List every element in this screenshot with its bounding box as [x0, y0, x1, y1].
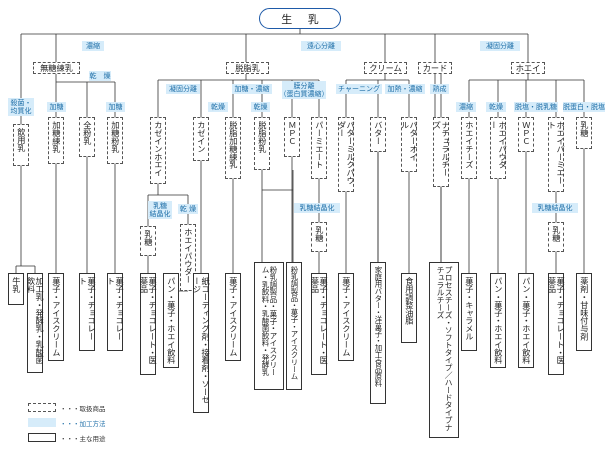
process-coagulate-separate: 凝固分離: [480, 41, 520, 51]
process-dry-3: 乾燥: [486, 102, 506, 112]
legend-label-process: ・・・加工方法: [60, 420, 106, 428]
process-membrane-separation: 膜分離（蛋白質濃縮）: [279, 81, 329, 99]
process-deprotein-desalt: 脱蛋白・脱塩: [563, 102, 605, 112]
use-process-cheese: プロセスチーズ・ソフトタイプ／ハードタイプナチュラルチーズ: [429, 262, 459, 438]
product-skim-milk: 脱脂乳: [226, 62, 269, 74]
process-heat-concentrate: 加熱・濃縮: [385, 84, 425, 94]
use-choco-pharma-3: 菓子・チョコレート・医薬品: [547, 273, 566, 375]
use-confection-chocolate-2: 菓子・チョコレート: [106, 273, 125, 351]
product-natural-cheese: ナチュラルチーズ: [432, 117, 451, 187]
use-milk: 牛乳: [8, 273, 24, 305]
legend-swatch-use: [28, 433, 56, 442]
product-butter-oil: バターオイル: [400, 117, 419, 172]
product-whey-powder-2: ホエイパウダー: [180, 224, 196, 291]
process-dry-4: 乾 燥: [178, 204, 198, 214]
use-bread-whey-drink-3: パン・菓子・ホエイ飲料: [518, 273, 534, 368]
use-processed-milk: 加工乳・発酵乳・乳酸菌飲料: [26, 273, 45, 373]
use-choco-pharma-2: 菓子・チョコレート・医薬品: [310, 273, 329, 375]
product-butter: バター: [370, 117, 386, 152]
process-sugar-concentrate: 加糖・濃縮: [232, 84, 272, 94]
use-confection-ice: 菓子・アイスクリーム: [48, 273, 64, 361]
use-pharma-sweetener: 薬剤・甘味付与剤: [576, 273, 592, 351]
product-buttermilk-powder: バターミルクパウダー: [337, 117, 356, 192]
process-lactose-crystallize-3: 乳糖結晶化: [532, 203, 578, 213]
use-bread-whey-drink-2: パン・菓子・ホエイ飲料: [490, 273, 506, 368]
process-dry: 乾 燥: [89, 71, 111, 81]
process-concentrate: 濃縮: [82, 41, 104, 51]
product-sweetened-milk-powder: 加糖粉乳: [107, 117, 123, 164]
product-whey-cheese: ホエイチーズ: [461, 117, 477, 179]
use-confection-chocolate-1: 菓子・チョコレート: [78, 273, 97, 351]
use-confection-ice-2: 菓子・アイスクリーム: [225, 273, 241, 361]
process-add-sugar-3: 乾燥: [208, 102, 228, 112]
product-unsweetened-condensed-milk: 無糖練乳: [33, 62, 80, 74]
product-drinking-milk: 飲用乳: [13, 124, 29, 166]
process-ripening: 熟成: [430, 84, 449, 94]
legend-swatch-process: [28, 418, 56, 427]
process-dry-2: 乾燥: [251, 102, 270, 112]
product-whey-permeate: ホエイパーミエート: [547, 117, 566, 192]
process-churning: チャーニング: [336, 84, 382, 94]
product-lactose-a: 乳糖: [140, 226, 156, 256]
process-lactose-crystallize-2: 乳糖結晶化: [294, 203, 340, 213]
use-caramel: 菓子・キャラメル: [461, 273, 477, 351]
legend-swatch-intermediate: [28, 403, 56, 412]
product-cream: クリーム: [364, 62, 407, 74]
product-sweetened-condensed-milk: 加糖練乳: [48, 117, 64, 164]
product-curd: カード: [418, 62, 452, 74]
product-mpc: ＭＰＣ: [284, 117, 300, 157]
product-lactose-b: 乳糖: [311, 222, 327, 252]
use-home-butter: 家庭用バター・洋菓子・加工食品原料: [370, 262, 386, 404]
use-bread-whey-drink-1: パン・菓子・ホエイ飲料: [163, 273, 179, 368]
process-desalt-delactose: 脱塩・脱乳糖: [514, 102, 558, 112]
use-choco-pharma-1: 菓子・チョコレート・医薬品: [139, 273, 158, 375]
product-whey-powder: ホエイパウダー: [489, 117, 508, 179]
process-add-sugar-1: 加糖: [47, 102, 66, 112]
legend-label-intermediate: ・・・取扱商品: [60, 405, 106, 413]
process-add-sugar-2: 加糖: [106, 102, 125, 112]
product-casein-whey: カゼインホエイ: [150, 117, 166, 184]
process-concentrate-2: 濃縮: [456, 102, 476, 112]
process-centrifuge: 遠心分離: [301, 41, 341, 51]
product-casein: カゼイン: [193, 117, 209, 161]
product-skim-milk-powder: 脱脂粉乳: [254, 117, 270, 170]
product-permeate: パーミエート: [311, 117, 327, 179]
use-cooking-fat: 食用調整油脂: [401, 273, 417, 343]
process-coagulate-separate-2: 凝固分離: [166, 84, 200, 94]
product-whole-milk-powder: 全粉乳: [79, 117, 95, 157]
legend-label-use: ・・・主な用途: [60, 435, 106, 443]
product-wpc: ＷＰＣ: [518, 117, 534, 152]
process-lactose-crystallize-1: 乳糖結晶化: [148, 201, 172, 219]
raw-milk-title: 生 乳: [259, 8, 341, 29]
product-skim-sweetened-condensed-milk: 脱脂加糖練乳: [225, 117, 241, 179]
use-confection-ice-3: 菓子・アイスクリーム: [338, 273, 354, 361]
process-sterilize-homogenize: 殺菌・均質化: [8, 98, 34, 116]
product-lactose-d: 乳糖: [576, 117, 592, 149]
use-milk-formula: 粉乳調製品・菓子・アイスクリーム: [286, 262, 302, 390]
product-whey: ホエイ: [511, 62, 545, 74]
use-paper-coating: 紙コーティング剤・接着剤・ソーセージ: [192, 273, 211, 413]
product-lactose-c: 乳糖: [548, 222, 564, 252]
use-milk-drinks: 粉乳調製品・菓子・アイスクリーム・乳飲料・乳酸菌飲料・発酵乳: [254, 262, 284, 390]
